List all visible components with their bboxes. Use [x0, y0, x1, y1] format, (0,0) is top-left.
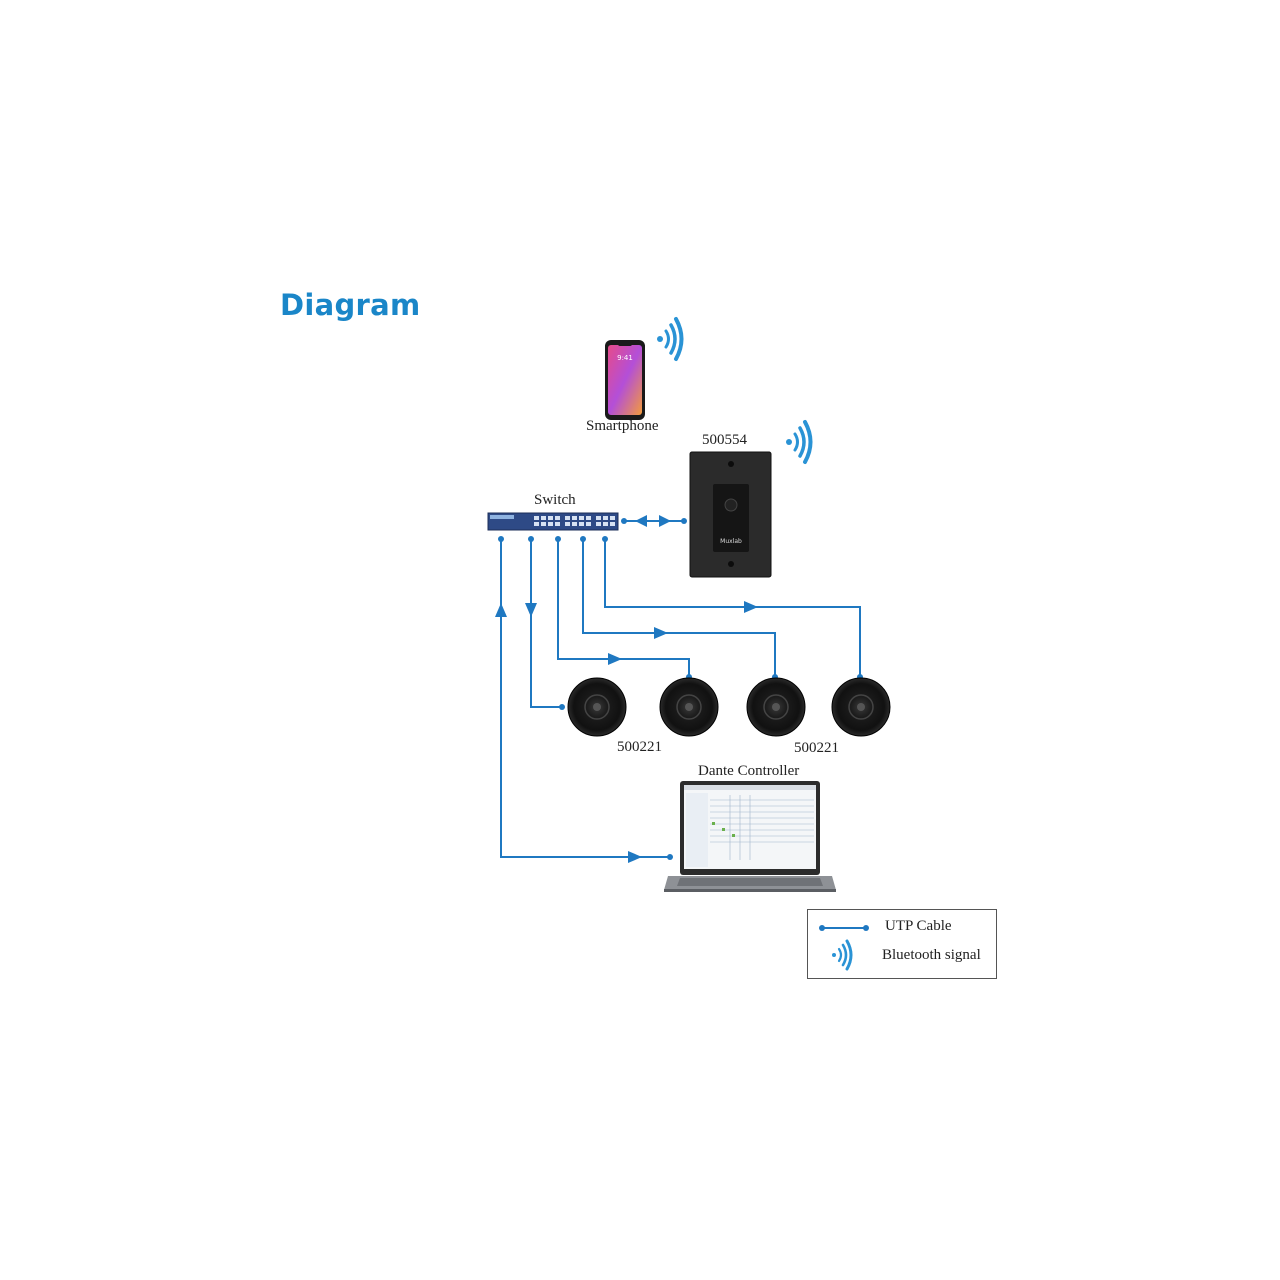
smartphone-label: Smartphone [586, 418, 659, 434]
smartphone-icon: 9:41 [605, 340, 645, 420]
utp-cables [500, 520, 861, 858]
legend-symbols [819, 925, 869, 971]
svg-text:Muxlab: Muxlab [720, 538, 742, 545]
legend-box: UTP Cable Bluetooth signal [807, 909, 997, 979]
speaker-right-label: 500221 [794, 740, 839, 756]
diagram-heading: Diagram [280, 288, 421, 322]
switch-label: Switch [534, 492, 576, 508]
dante-controller-label: Dante Controller [698, 763, 800, 779]
ceiling-speaker-icon [567, 677, 627, 737]
legend-utp-cable-label: UTP Cable [885, 918, 952, 934]
utp-cable-icon [819, 925, 869, 931]
cable-arrows [495, 515, 758, 863]
wall-panel-label: 500554 [702, 432, 747, 448]
wall-panel-device: Muxlab [689, 451, 772, 578]
speaker-left-label: 500221 [617, 739, 662, 755]
laptop-icon [664, 781, 836, 892]
ceiling-speaker-icon [659, 677, 719, 737]
legend-bluetooth-label: Bluetooth signal [882, 947, 981, 963]
ceiling-speaker-icon [746, 677, 806, 737]
bluetooth-signal-icon [832, 939, 853, 971]
svg-text:9:41: 9:41 [617, 354, 633, 362]
bluetooth-signal-icon [657, 317, 684, 361]
ceiling-speaker-icon [831, 677, 891, 737]
bluetooth-signal-icon [786, 420, 813, 464]
network-switch-icon [487, 512, 619, 531]
